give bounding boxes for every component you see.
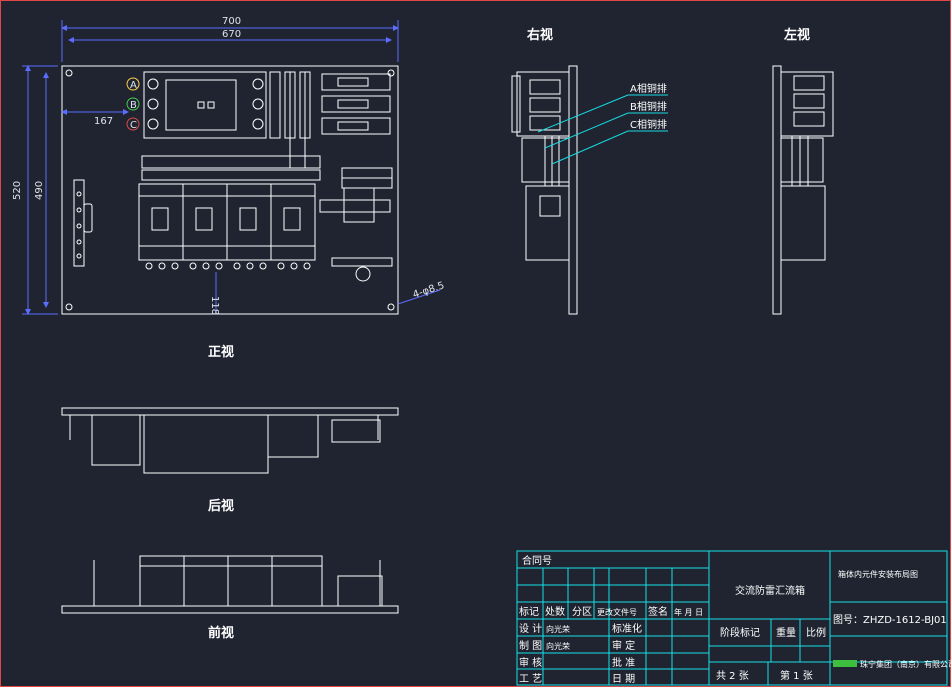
header-count: 处数 (545, 605, 565, 618)
company-name: 珠宁集团（南京）有限公司 (860, 659, 951, 669)
dim-holes: 4-φ8.5 (412, 280, 446, 300)
drawing-number: 图号：ZHZD-1612-BJ01 (833, 614, 947, 626)
front-panel-outline (61, 65, 399, 315)
drawing-title: 箱体内元件安装布局图 (838, 569, 918, 579)
right-view-label: 右视 (526, 27, 553, 43)
left-view-label: 左视 (784, 27, 810, 43)
bottom-view (61, 555, 399, 614)
busbar-b-label: B相铜排 (630, 100, 667, 113)
phase-b-mark: B (130, 100, 137, 111)
drafter-name: 向光荣 (546, 641, 570, 651)
role-approve-check: 审 定 (612, 639, 635, 652)
contract-label: 合同号 (522, 554, 552, 567)
role-review: 审 核 (519, 656, 542, 669)
bottom-view-label: 前视 (208, 625, 234, 641)
busbar-c-label: C相铜排 (630, 118, 667, 131)
busbar-leaders (537, 94, 668, 165)
front-view-label: 正视 (208, 344, 234, 360)
header-date: 年 月 日 (674, 607, 703, 617)
busbar-a-label: A相铜排 (630, 82, 667, 95)
dim-height-outer: 520 (12, 181, 23, 200)
role-approve: 批 准 (612, 656, 635, 669)
phase-indicators (126, 77, 140, 131)
scale-label: 比例 (806, 626, 826, 639)
stage-label: 阶段标记 (720, 626, 760, 639)
back-view (61, 407, 399, 474)
weight-label: 重量 (776, 626, 796, 639)
left-view (772, 65, 834, 315)
sheet-number: 第 1 张 (780, 669, 813, 682)
role-design: 设 计 (519, 622, 542, 635)
phase-a-mark: A (130, 80, 137, 91)
main-breaker (143, 71, 267, 139)
title-block-grid (516, 550, 948, 686)
company-logo (833, 660, 857, 667)
role-standard: 标准化 (612, 622, 642, 635)
dim-bottom-gap: 118 (209, 296, 220, 315)
role-date: 日 期 (612, 673, 635, 685)
product-name: 交流防雷汇流箱 (735, 584, 805, 597)
sheets-total: 共 2 张 (716, 670, 749, 682)
right-view (511, 65, 578, 315)
dim-offset: 167 (94, 116, 113, 127)
designer-name: 向光荣 (546, 624, 570, 634)
header-sign: 签名 (648, 605, 668, 618)
header-mark: 标记 (519, 606, 539, 618)
header-change-doc: 更改文件号 (597, 607, 637, 617)
back-view-label: 后视 (208, 498, 234, 514)
header-zone: 分区 (572, 606, 592, 618)
role-process: 工 艺 (519, 673, 542, 685)
phase-c-mark: C (130, 120, 137, 131)
front-view (61, 65, 399, 315)
dim-width-outer: 700 (222, 16, 241, 27)
dim-height-inner: 490 (34, 181, 45, 200)
role-draft: 制 图 (519, 639, 542, 652)
dim-width-inner: 670 (222, 29, 241, 40)
dimension-lines (22, 20, 441, 315)
